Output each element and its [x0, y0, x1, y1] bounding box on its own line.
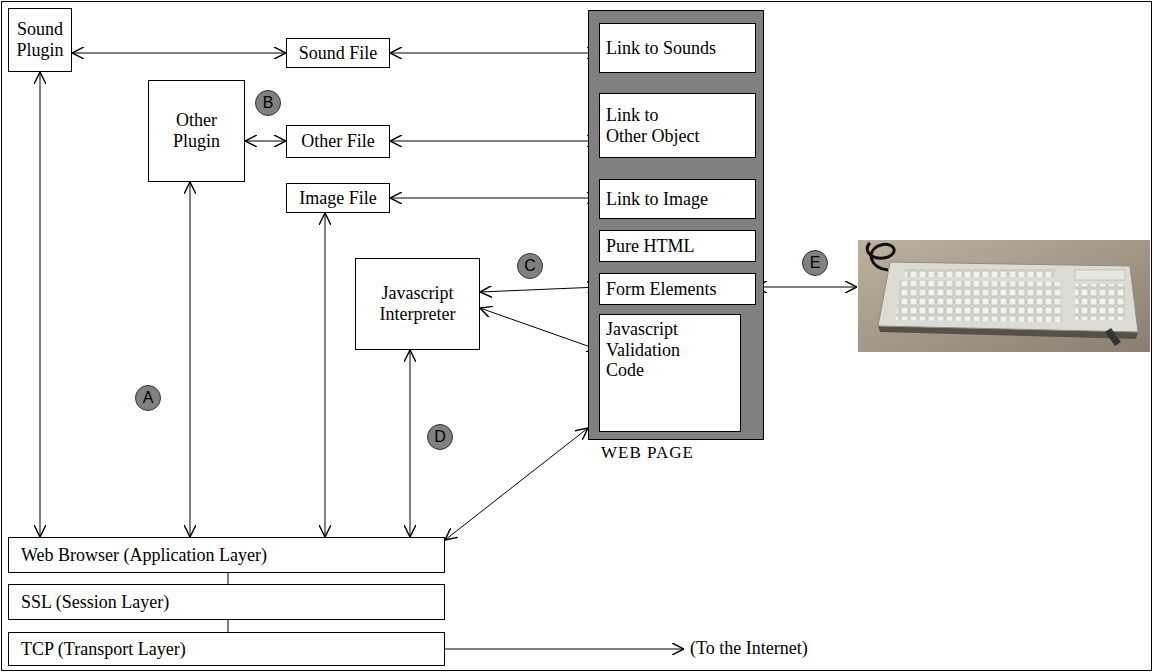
- keyboard-photo: [858, 240, 1150, 352]
- connector-arrow: [480, 287, 599, 292]
- page-element-box: Link to Image: [599, 179, 756, 219]
- box-label: Image File: [299, 188, 376, 209]
- box-label: Form Elements: [606, 279, 717, 300]
- connector-arrow: [325, 213, 326, 537]
- page-element-box: Form Elements: [599, 273, 756, 305]
- box-label: Other Plugin: [162, 110, 232, 151]
- connector-arrow: [390, 198, 599, 199]
- page-element-box: Link to Other Object: [599, 93, 756, 158]
- layer-box: TCP (Transport Layer): [8, 632, 445, 666]
- connector-arrow: [390, 53, 599, 54]
- connector-arrow: [72, 53, 286, 54]
- page-element-box: Javascript Validation Code: [599, 314, 741, 432]
- callout-letter: B: [255, 90, 281, 116]
- box-label: Javascript Interpreter: [362, 283, 473, 324]
- panel-heading: WEB PAGE: [601, 443, 694, 463]
- interpreter-box: Javascript Interpreter: [355, 258, 480, 350]
- box-label: Link to Other Object: [606, 105, 701, 146]
- note-label: (To the Internet): [690, 638, 808, 659]
- connector-arrow: [480, 308, 599, 350]
- layer-box: Web Browser (Application Layer): [8, 537, 445, 573]
- box-label: Javascript Validation Code: [606, 319, 701, 381]
- connector-arrow: [228, 620, 229, 632]
- plugin-box: Other Plugin: [148, 80, 245, 182]
- connector-arrow: [190, 182, 191, 537]
- box-label: SSL (Session Layer): [21, 592, 169, 613]
- callout-letter: C: [517, 253, 543, 279]
- file-box: Image File: [286, 183, 390, 213]
- page-element-box: Pure HTML: [599, 230, 756, 262]
- connector-arrow: [245, 141, 286, 142]
- layer-box: SSL (Session Layer): [8, 584, 445, 620]
- file-box: Sound File: [286, 38, 390, 68]
- file-box: Other File: [286, 125, 390, 158]
- box-label: Sound File: [299, 43, 378, 64]
- callout-letter: D: [427, 424, 453, 450]
- box-label: Other File: [301, 131, 375, 152]
- connector-arrow: [228, 573, 229, 584]
- connector-arrow: [40, 72, 41, 537]
- box-label: TCP (Transport Layer): [21, 639, 186, 660]
- box-label: Sound Plugin: [15, 19, 65, 60]
- page-element-box: Link to Sounds: [599, 23, 756, 73]
- connector-arrow: [390, 141, 599, 142]
- callout-letter: E: [802, 250, 828, 276]
- box-label: Pure HTML: [606, 236, 695, 257]
- web-page-panel: WEB PAGELink to SoundsLink to Other Obje…: [588, 10, 764, 440]
- box-label: Web Browser (Application Layer): [21, 545, 267, 566]
- plugin-box: Sound Plugin: [8, 8, 72, 72]
- box-label: Link to Image: [606, 189, 708, 210]
- callout-letter: A: [135, 385, 161, 411]
- connector-arrow: [410, 350, 411, 537]
- keyboard-arrow: [755, 287, 857, 288]
- box-label: Link to Sounds: [606, 38, 716, 59]
- connector-arrow: [445, 428, 588, 540]
